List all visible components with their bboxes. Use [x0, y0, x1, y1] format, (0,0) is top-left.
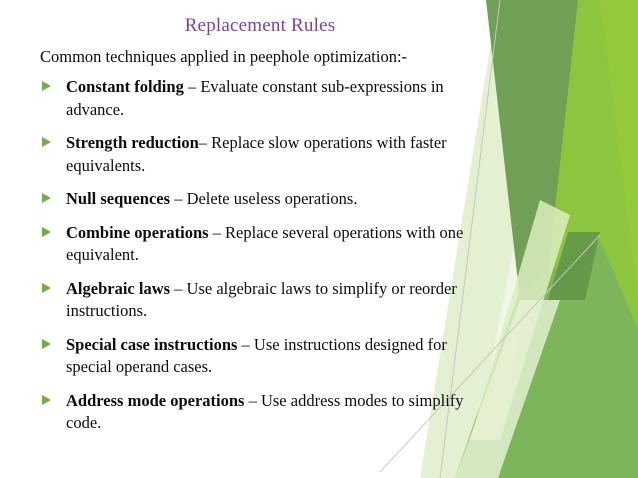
triangle-right-icon: [42, 137, 51, 147]
list-item: Constant folding – Evaluate constant sub…: [40, 76, 512, 121]
bullet-separator: –: [244, 390, 261, 410]
bullet-line-1: Evaluate constant sub-expressions in: [200, 77, 444, 96]
list-item: Address mode operations – Use address mo…: [40, 390, 512, 435]
bullet-line-1: Use instructions designed for: [253, 334, 447, 354]
bullet-line-2: equivalent.: [66, 245, 139, 264]
bullet-term: Combine operations: [66, 222, 209, 242]
slide-title: Replacement Rules: [184, 15, 336, 36]
bullet-line-2: advance.: [66, 99, 125, 119]
bullet-term: Null sequences: [66, 189, 171, 208]
bullet-separator: –: [170, 189, 187, 208]
triangle-right-icon: [42, 282, 51, 293]
bullet-line-2: instructions.: [66, 301, 148, 320]
list-item: Combine operations – Replace several ope…: [40, 222, 512, 267]
bullet-line-2: code.: [66, 413, 102, 432]
bullet-line-1: Use address modes to simplify: [260, 390, 464, 410]
bullet-term: Special case instructions: [66, 334, 238, 354]
bullet-line-1: Use algebraic laws to simplify or reorde…: [186, 278, 457, 298]
list-item: Special case instructions – Use instruct…: [40, 334, 512, 379]
bullet-line-1: Replace several operations with one: [225, 222, 464, 242]
bullet-line-2: equivalents.: [66, 155, 146, 175]
triangle-right-icon: [42, 81, 51, 91]
list-item: Algebraic laws – Use algebraic laws to s…: [40, 278, 512, 323]
bullet-separator: –: [237, 334, 254, 354]
bullet-line-1: Replace slow operations with faster: [211, 133, 447, 152]
bullet-separator: –: [170, 278, 187, 298]
triangle-right-icon: [42, 226, 51, 237]
bullet-line-1: Delete useless operations.: [186, 189, 358, 208]
bullet-line-2: special operand cases.: [66, 357, 213, 376]
intro-text: Common techniques applied in peephole op…: [40, 47, 408, 66]
bullet-term: Algebraic laws: [66, 278, 171, 298]
bullet-list: Constant folding – Evaluate constant sub…: [40, 76, 512, 435]
bullet-separator: –: [198, 133, 212, 152]
list-item: Strength reduction– Replace slow operati…: [40, 132, 512, 177]
bullet-term: Address mode operations: [66, 390, 245, 410]
bullet-separator: –: [183, 77, 201, 96]
bullet-term: Strength reduction: [66, 133, 199, 152]
bullet-separator: –: [208, 222, 226, 242]
triangle-right-icon: [42, 394, 51, 405]
triangle-right-icon: [42, 193, 51, 203]
list-item: Null sequences – Delete useless operatio…: [40, 188, 512, 211]
triangle-right-icon: [42, 338, 51, 349]
bullet-term: Constant folding: [66, 77, 184, 96]
